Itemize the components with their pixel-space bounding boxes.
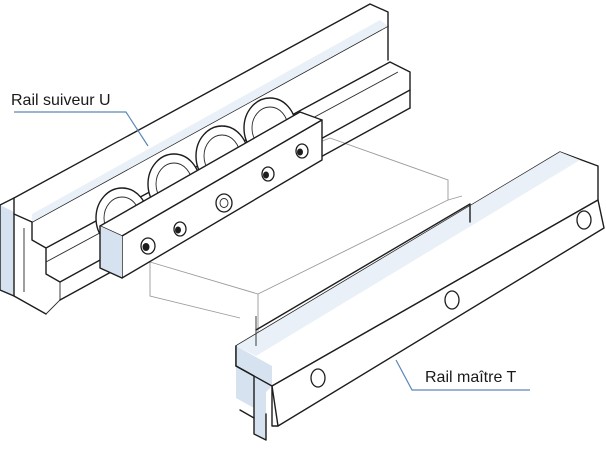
rail-maitre-t: [235, 151, 605, 441]
callout-leaders: [14, 111, 530, 391]
label-rail-suiveur-u: Rail suiveur U: [9, 92, 113, 110]
label-rail-maitre-t: Rail maître T: [423, 369, 519, 387]
carriage-block: [99, 111, 323, 279]
ghost-mounting-plate: [149, 137, 463, 340]
